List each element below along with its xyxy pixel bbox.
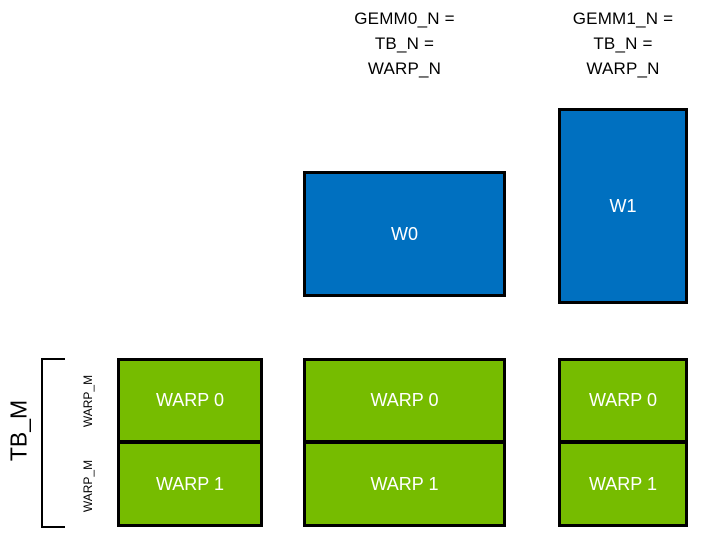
- warp-m-dimension-label-bottom: WARP_M: [81, 459, 95, 513]
- warp-cell: WARP 1: [117, 442, 263, 527]
- warp-column-2: WARP 0 WARP 1: [558, 358, 688, 527]
- warp-m-dimension-label-top: WARP_M: [81, 374, 95, 428]
- warp-cell-label: WARP 1: [155, 473, 225, 494]
- column-header-gemm1: GEMM1_N = TB_N = WARP_N: [572, 9, 674, 78]
- warp-cell-label: WARP 1: [588, 473, 658, 494]
- tb-m-dimension-label: TB_M: [5, 399, 32, 462]
- warp-cell: WARP 1: [558, 442, 688, 527]
- accumulator-label-w0: W0: [391, 223, 418, 244]
- accumulator-label-w1: W1: [609, 195, 637, 216]
- warp-cell: WARP 0: [558, 358, 688, 443]
- tb-m-bracket: [41, 358, 65, 528]
- accumulator-block-w1: W1: [558, 108, 688, 304]
- warp-cell-label: WARP 0: [155, 390, 225, 410]
- accumulator-block-w0: W0: [303, 171, 506, 297]
- warp-cell-label: WARP 0: [588, 390, 658, 410]
- column-header-gemm0: GEMM0_N = TB_N = WARP_N: [354, 9, 455, 78]
- warp-cell-label: WARP 1: [370, 473, 439, 494]
- warp-column-1: WARP 0 WARP 1: [303, 358, 506, 527]
- warp-cell: WARP 0: [117, 358, 263, 443]
- warp-cell-label: WARP 0: [370, 390, 439, 410]
- warp-column-0: WARP 0 WARP 1: [117, 358, 263, 527]
- warp-cell: WARP 1: [303, 442, 506, 527]
- warp-cell: WARP 0: [303, 358, 506, 443]
